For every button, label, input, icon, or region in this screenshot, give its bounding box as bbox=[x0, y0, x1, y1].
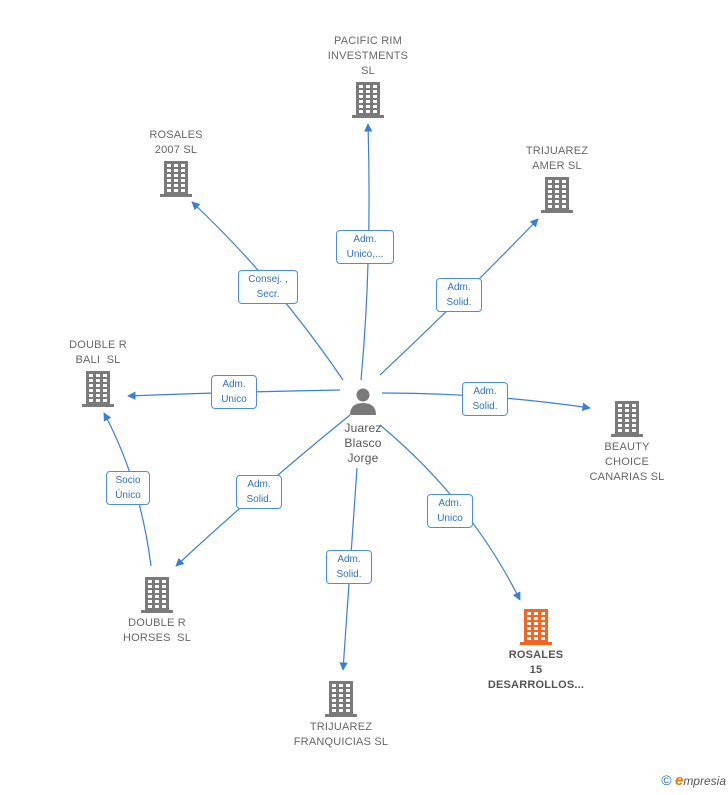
edge-label-line: Unico bbox=[221, 394, 247, 405]
edge-label-line: Solid. bbox=[336, 569, 362, 580]
company-node-pacific-rim[interactable]: PACIFIC RIM INVESTMENTS SL bbox=[318, 34, 418, 121]
edge-label-line: Adm. bbox=[353, 234, 377, 245]
edge-label-horses-to-bali[interactable]: Socio Único bbox=[106, 471, 150, 505]
edge-label-rosales-15[interactable]: Adm. Unico bbox=[427, 494, 473, 528]
edge-label-line: Solid. bbox=[446, 297, 472, 308]
edge-label-line: Adm. bbox=[473, 386, 497, 397]
person-name-line-3: Jorge bbox=[347, 451, 379, 465]
building-icon bbox=[126, 161, 226, 197]
building-icon bbox=[572, 401, 682, 437]
edge-label-line: Unico bbox=[437, 513, 463, 524]
person-node-juarez-blasco-jorge[interactable]: Juarez Blasco Jorge bbox=[322, 386, 404, 466]
company-label-line: AMER SL bbox=[532, 160, 582, 172]
copyright-symbol: © bbox=[661, 772, 672, 788]
edge-label-line: Único bbox=[115, 490, 141, 501]
company-label-line: 15 bbox=[529, 664, 543, 676]
company-node-trijuarez-amer[interactable]: TRIJUAREZ AMER SL bbox=[507, 144, 607, 216]
edge-label-line: Secr. bbox=[256, 289, 280, 300]
edge-label-rosales-2007[interactable]: Consej. , Secr. bbox=[238, 270, 298, 304]
edge-label-double-r-horses[interactable]: Adm. Solid. bbox=[236, 475, 282, 509]
company-label-line: ROSALES bbox=[508, 649, 564, 661]
company-label-line: CANARIAS SL bbox=[589, 471, 665, 483]
company-node-double-r-horses[interactable]: DOUBLE R HORSES SL bbox=[107, 574, 207, 646]
building-icon-highlighted bbox=[476, 609, 596, 645]
edge-label-line: Adm. bbox=[438, 498, 462, 509]
footer-brand: © empresia bbox=[661, 772, 726, 789]
company-label-line: BEAUTY bbox=[604, 441, 650, 453]
company-label-line: DESARROLLOS... bbox=[487, 679, 585, 691]
person-name-line-2: Blasco bbox=[344, 436, 382, 450]
edge-label-line: Adm. bbox=[447, 282, 471, 293]
edge-label-line: Consej. , bbox=[248, 274, 288, 285]
brand-logo: empresia bbox=[674, 772, 726, 789]
person-icon bbox=[348, 386, 378, 421]
building-icon bbox=[48, 371, 148, 407]
edge-label-line: Socio bbox=[115, 475, 141, 486]
building-icon bbox=[283, 681, 399, 717]
edge-label-trijuarez-amer[interactable]: Adm. Solid. bbox=[436, 278, 482, 312]
company-label-line: FRANQUICIAS SL bbox=[293, 736, 389, 748]
company-label-line: HORSES SL bbox=[122, 632, 192, 644]
brand-rest: mpresia bbox=[683, 774, 726, 788]
company-node-beauty-choice[interactable]: BEAUTY CHOICE CANARIAS SL bbox=[572, 398, 682, 485]
building-icon bbox=[507, 177, 607, 213]
edge-label-line: Adm. bbox=[337, 554, 361, 565]
company-label-line: SL bbox=[361, 65, 375, 77]
company-label-line: PACIFIC RIM bbox=[334, 35, 402, 47]
edge-label-pacific-rim[interactable]: Adm. Unico,... bbox=[336, 230, 394, 264]
company-label-line: ROSALES bbox=[149, 129, 203, 141]
company-node-double-r-bali[interactable]: DOUBLE R BALI SL bbox=[48, 338, 148, 410]
company-label-line: 2007 SL bbox=[154, 144, 198, 156]
company-node-rosales-2007[interactable]: ROSALES 2007 SL bbox=[126, 128, 226, 200]
edge-label-line: Unico,... bbox=[346, 249, 384, 260]
company-label-line: TRIJUAREZ bbox=[525, 145, 589, 157]
edge-label-line: Adm. bbox=[247, 479, 271, 490]
building-icon bbox=[107, 577, 207, 613]
edge-label-line: Solid. bbox=[472, 401, 498, 412]
company-node-rosales-15[interactable]: ROSALES 15 DESARROLLOS... bbox=[476, 606, 596, 693]
company-label-line: TRIJUAREZ bbox=[309, 721, 373, 733]
company-label-line: CHOICE bbox=[605, 456, 649, 468]
edge-label-beauty-choice[interactable]: Adm. Solid. bbox=[462, 382, 508, 416]
company-label-line: INVESTMENTS bbox=[327, 50, 409, 62]
company-label-line: DOUBLE R bbox=[69, 339, 127, 351]
edge-label-trijuarez-franquicias[interactable]: Adm. Solid. bbox=[326, 550, 372, 584]
company-node-trijuarez-franquicias[interactable]: TRIJUAREZ FRANQUICIAS SL bbox=[283, 678, 399, 750]
company-label-line: BALI SL bbox=[75, 354, 121, 366]
edge-label-line: Solid. bbox=[246, 494, 272, 505]
person-name-line-1: Juarez bbox=[344, 421, 382, 435]
brand-initial: e bbox=[674, 772, 684, 789]
edge-label-line: Adm. bbox=[222, 379, 246, 390]
edge-label-double-r-bali[interactable]: Adm. Unico bbox=[211, 375, 257, 409]
building-icon bbox=[318, 82, 418, 118]
company-label-line: DOUBLE R bbox=[128, 617, 186, 629]
